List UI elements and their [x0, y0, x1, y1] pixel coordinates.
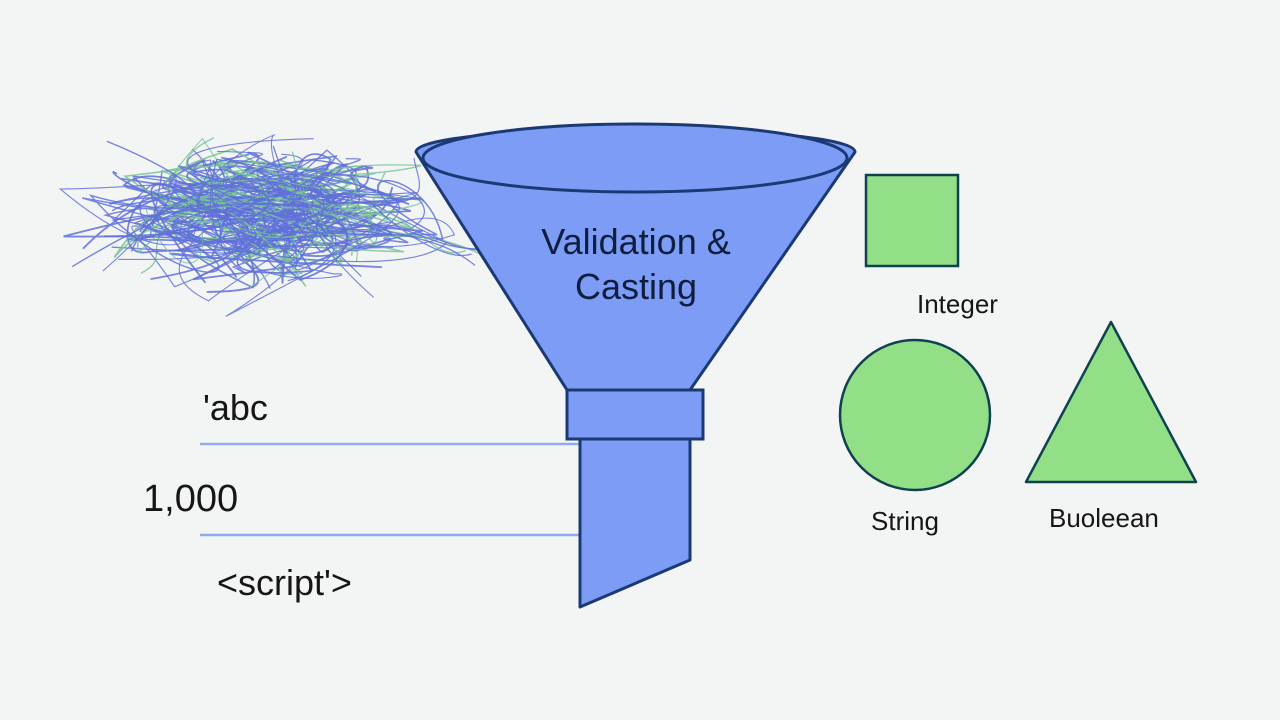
- funnel-label-line1: Validation &: [541, 221, 730, 262]
- messy-data-scribble: [58, 134, 487, 317]
- boolean-label: Buoleean: [1049, 503, 1159, 533]
- scribble-strand: [102, 134, 456, 272]
- scribble-strand: [63, 183, 348, 284]
- scribble-strand: [215, 155, 361, 274]
- scribble-strand: [118, 158, 400, 317]
- funnel: Validation & Casting: [414, 122, 857, 609]
- scribble-strand: [72, 140, 326, 273]
- scribble-strand: [58, 153, 417, 302]
- scribble-strand: [142, 157, 448, 263]
- funnel-rim: [421, 122, 849, 194]
- integer-label: Integer: [917, 289, 998, 319]
- input-text-script: <script'>: [217, 562, 352, 603]
- funnel-spout: [578, 436, 692, 609]
- scribble-strand: [171, 137, 425, 238]
- string-label: String: [871, 506, 939, 536]
- scribble-strand: [334, 205, 466, 254]
- scribble-strand: [150, 158, 361, 248]
- input-text-1000: 1,000: [143, 478, 238, 520]
- input-text-abc: 'abc: [203, 387, 268, 428]
- scribble-strand: [338, 224, 487, 251]
- scribble-strand: [187, 138, 425, 237]
- scribble-strand: [205, 151, 422, 267]
- funnel-collar: [565, 388, 705, 441]
- scribble-strand: [362, 224, 476, 266]
- string-circle: [838, 338, 992, 492]
- boolean-triangle: [1024, 320, 1198, 484]
- funnel-label-line2: Casting: [575, 266, 697, 307]
- scribble-strand: [340, 214, 481, 255]
- integer-square: [864, 173, 960, 268]
- scribble-strand: [191, 150, 325, 250]
